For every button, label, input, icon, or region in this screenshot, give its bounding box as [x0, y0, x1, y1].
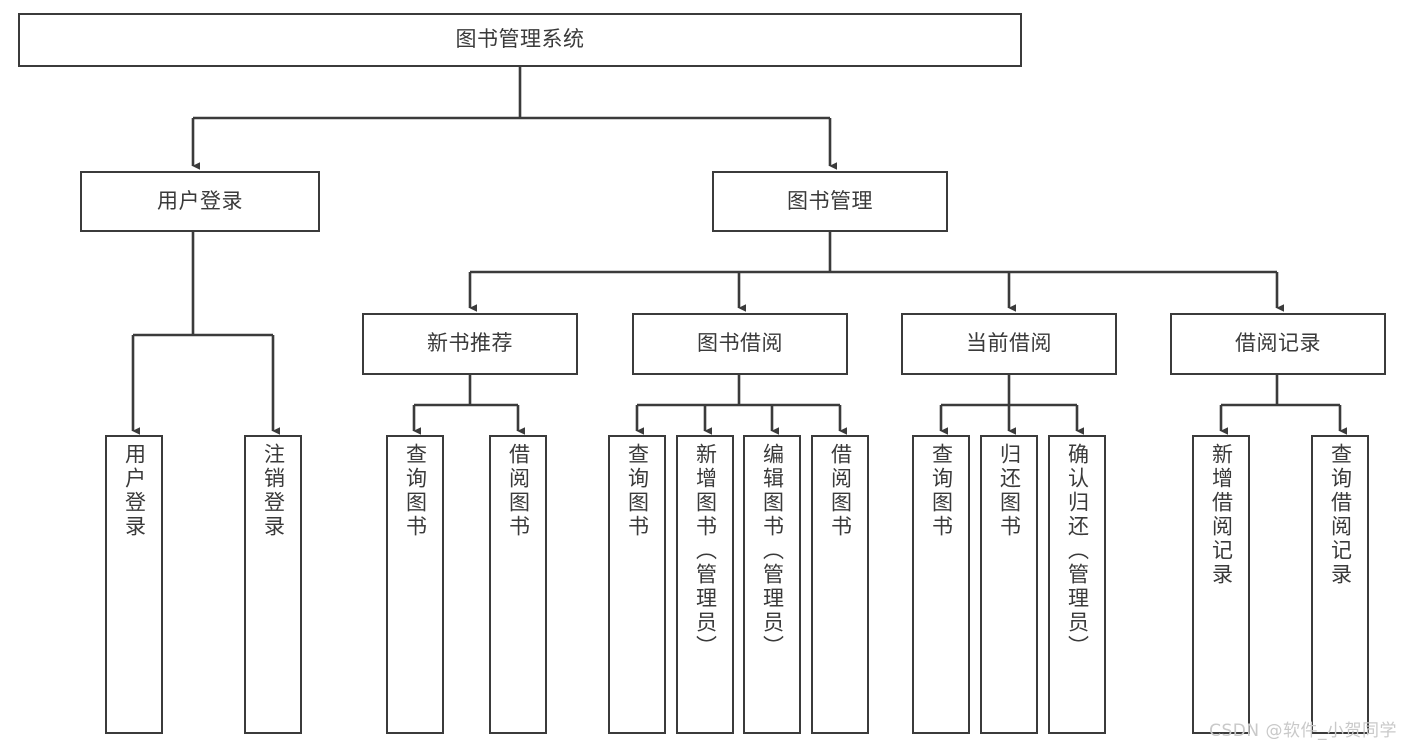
node-leaf-return-book[interactable]: 归还图书: [980, 435, 1038, 734]
node-leaf-confirm-return[interactable]: 确认归还（管理员）: [1048, 435, 1106, 734]
node-book-manage[interactable]: 图书管理: [712, 171, 948, 232]
node-borrow-record-label: 借阅记录: [1235, 331, 1321, 356]
node-book-manage-label: 图书管理: [787, 188, 873, 213]
node-leaf-edit-book[interactable]: 编辑图书（管理员）: [743, 435, 801, 734]
node-leaf-query-book-3[interactable]: 查询图书: [912, 435, 970, 734]
node-leaf-edit-book-label: 编辑图书（管理员）: [760, 443, 785, 659]
node-book-borrow-label: 图书借阅: [697, 331, 783, 356]
node-leaf-query-book-1-label: 查询图书: [403, 443, 428, 539]
node-root[interactable]: 图书管理系统: [18, 13, 1022, 67]
node-leaf-query-record[interactable]: 查询借阅记录: [1311, 435, 1369, 734]
node-user-login[interactable]: 用户登录: [80, 171, 320, 232]
node-borrow-record[interactable]: 借阅记录: [1170, 313, 1386, 375]
node-leaf-return-book-label: 归还图书: [997, 443, 1022, 539]
node-leaf-query-book-2[interactable]: 查询图书: [608, 435, 666, 734]
node-user-login-label: 用户登录: [157, 188, 243, 213]
node-leaf-query-record-label: 查询借阅记录: [1328, 443, 1353, 587]
node-book-borrow[interactable]: 图书借阅: [632, 313, 848, 375]
node-leaf-query-book-3-label: 查询图书: [929, 443, 954, 539]
node-leaf-confirm-return-label: 确认归还（管理员）: [1065, 443, 1090, 659]
node-current-borrow-label: 当前借阅: [966, 331, 1052, 356]
node-leaf-add-book-label: 新增图书（管理员）: [693, 443, 718, 659]
node-leaf-add-book[interactable]: 新增图书（管理员）: [676, 435, 734, 734]
node-leaf-borrow-book-1[interactable]: 借阅图书: [489, 435, 547, 734]
node-leaf-add-record-label: 新增借阅记录: [1209, 443, 1234, 587]
node-leaf-logout[interactable]: 注销登录: [244, 435, 302, 734]
node-leaf-borrow-book-2-label: 借阅图书: [828, 443, 853, 539]
node-leaf-logout-label: 注销登录: [261, 443, 286, 539]
node-leaf-add-record[interactable]: 新增借阅记录: [1192, 435, 1250, 734]
node-leaf-query-book-2-label: 查询图书: [625, 443, 650, 539]
node-current-borrow[interactable]: 当前借阅: [901, 313, 1117, 375]
node-leaf-borrow-book-1-label: 借阅图书: [506, 443, 531, 539]
node-new-book-recommend-label: 新书推荐: [427, 331, 513, 356]
node-leaf-user-login[interactable]: 用户登录: [105, 435, 163, 734]
node-leaf-borrow-book-2[interactable]: 借阅图书: [811, 435, 869, 734]
node-new-book-recommend[interactable]: 新书推荐: [362, 313, 578, 375]
node-leaf-user-login-label: 用户登录: [122, 443, 147, 539]
node-root-label: 图书管理系统: [455, 27, 585, 52]
node-leaf-query-book-1[interactable]: 查询图书: [386, 435, 444, 734]
